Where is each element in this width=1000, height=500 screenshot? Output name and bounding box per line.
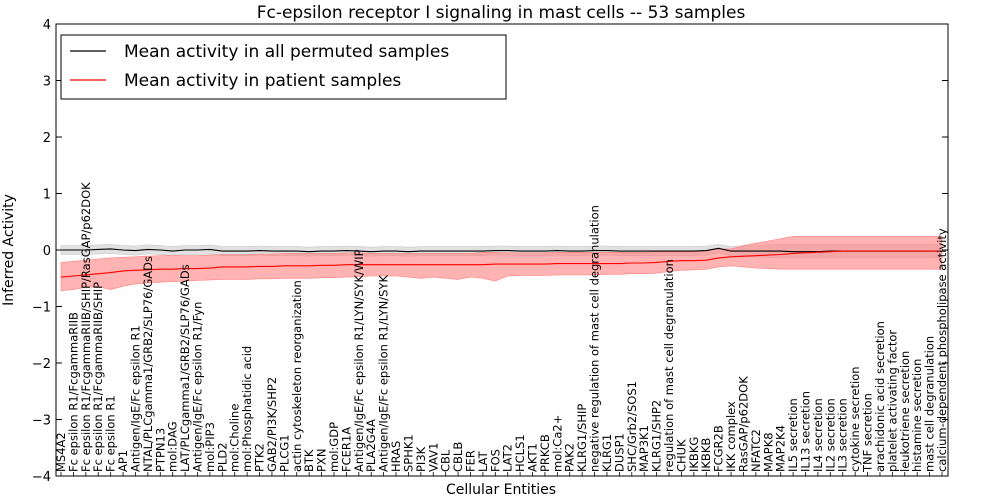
legend-box xyxy=(60,34,507,100)
x-tick-label: arachidonic acid secretion xyxy=(873,321,887,472)
y-tick-label: 1 xyxy=(43,188,51,203)
y-tick-label: −4 xyxy=(32,470,51,485)
x-tick-label: SHC/Grb2/SOS1 xyxy=(625,381,639,472)
x-tick-label: PRKCB xyxy=(538,434,552,472)
x-tick-label: RasGAP/p62DOK xyxy=(737,376,751,472)
x-tick-label: KLRG1 xyxy=(600,434,614,472)
x-tick-label: IL13 secretion xyxy=(799,391,813,472)
x-tick-label: KLRG1/SHP2 xyxy=(650,400,664,472)
y-axis: −4 −3 −2 −1 0 1 2 3 4 xyxy=(32,18,948,485)
y-tick-label: −3 xyxy=(32,414,51,429)
x-tick-label: NFATC2 xyxy=(749,429,763,472)
x-tick-label: negative regulation of mast cell degranu… xyxy=(588,205,602,472)
x-tick-label: VAV1 xyxy=(426,443,440,472)
x-tick-label: Antigen/IgE/Fc epsilon R1/LYN/SYK xyxy=(377,275,391,472)
y-tick-label: 3 xyxy=(43,75,51,90)
y-tick-label: −1 xyxy=(32,301,51,316)
x-tick-label: LAT xyxy=(476,450,490,472)
x-tick-label: Antigen/IgE/Fc epsilon R1 xyxy=(129,325,143,472)
x-tick-label: FCER1A xyxy=(339,427,353,472)
chart-title: Fc-epsilon receptor I signaling in mast … xyxy=(257,3,746,23)
x-tick-label: CHUK xyxy=(674,439,688,472)
legend: Mean activity in all permuted samples Me… xyxy=(60,34,507,100)
y-tick-label: −2 xyxy=(32,357,51,372)
x-tick-label: calcium-dependent phospholipase activity xyxy=(935,228,949,472)
y-axis-title: Inferred Activity xyxy=(1,194,17,306)
x-tick-label: CBL xyxy=(439,449,453,472)
x-tick-label: mol:Phosphatidic acid xyxy=(240,346,254,472)
x-tick-label: PXN xyxy=(315,449,329,472)
x-tick-label: mol:PIP3 xyxy=(203,422,217,472)
x-tick-label: regulation of mast cell degranulation xyxy=(662,259,676,472)
y-tick-label: 0 xyxy=(43,244,51,259)
legend-label-patient: Mean activity in patient samples xyxy=(124,71,401,91)
x-tick-label: KLRG1/SHIP xyxy=(575,404,589,472)
x-tick-label: cytokine secretion xyxy=(848,366,862,472)
x-tick-label: IL4 secretion xyxy=(811,398,825,472)
x-tick-label: leukotriene secretion xyxy=(898,351,912,472)
y-tick-label: 2 xyxy=(43,131,51,146)
x-tick-label: LAT/PLCgamma1/GRB2/SLP76/GADs xyxy=(178,264,192,472)
x-tick-label: PLCG1 xyxy=(277,434,291,472)
x-tick-label: FER xyxy=(464,450,478,472)
x-tick-label: actin cytoskeleton reorganization xyxy=(290,280,304,472)
x-tick-label: mol:Choline xyxy=(228,404,242,472)
x-tick-label: SPHK1 xyxy=(401,434,415,472)
y-tick-label: 4 xyxy=(43,18,51,33)
x-tick-label: BTK xyxy=(302,449,316,472)
line-series-0 xyxy=(61,247,942,253)
x-tick-label: NTAL/PLCgamma1/GRB2/SLP76/GADs xyxy=(141,256,155,472)
x-tick-label: Fc epsilon R1 xyxy=(104,395,118,472)
x-tick-label: histamine secretion xyxy=(910,359,924,472)
x-tick-label: IL3 secretion xyxy=(836,398,850,472)
band-series-1 xyxy=(60,236,943,292)
x-tick-label: IL2 secretion xyxy=(823,398,837,472)
x-tick-label: mol:GDP xyxy=(327,422,341,472)
x-tick-label: FCGR2B xyxy=(712,425,726,472)
x-tick-label: TNF secretion xyxy=(861,393,875,473)
x-tick-label: PTK2 xyxy=(253,443,267,472)
x-tick-label: PI3K xyxy=(414,446,428,472)
x-tick-label: mast cell degranulation xyxy=(923,336,937,472)
x-tick-label: HCLS1 xyxy=(513,434,527,472)
x-tick-label: LAT2 xyxy=(501,444,515,472)
x-tick-label: IKBKB xyxy=(699,438,713,472)
x-tick-label: Fc epsilon R1/FcgammaRIIB xyxy=(66,312,80,472)
x-tick-label: Fc epsilon R1/FcgammaRIIB/SHIP/RasGAP/p6… xyxy=(79,182,93,472)
x-tick-label: IKBKG xyxy=(687,437,701,472)
x-tick-label: DUSP1 xyxy=(612,433,626,472)
x-tick-label: FOS xyxy=(488,449,502,472)
x-tick-label: mol:Ca2+ xyxy=(550,415,564,472)
x-tick-label: AKT1 xyxy=(526,443,540,472)
x-tick-label: CBLB xyxy=(451,442,465,472)
x-tick-label: PLD2 xyxy=(215,442,229,472)
x-tick-label: Antigen/IgE/Fc epsilon R1/Fyn xyxy=(191,302,205,472)
legend-label-permuted: Mean activity in all permuted samples xyxy=(124,42,449,62)
x-tick-label: MS4A2 xyxy=(54,432,68,472)
line-series-1 xyxy=(60,250,942,278)
x-tick-label: MAP2K4 xyxy=(774,425,788,472)
x-tick-label: platelet activating factor xyxy=(885,330,899,472)
x-tick-label: GAB2/PI3K/SHP2 xyxy=(265,377,279,472)
confidence-bands xyxy=(60,236,943,292)
x-tick-label: PLA2G4A xyxy=(364,419,378,472)
x-tick-label: MAPK8 xyxy=(761,432,775,472)
x-tick-label: Fc epsilon R1/FcgammaRIIB/SHIP xyxy=(91,282,105,472)
x-tick-label: IL5 secretion xyxy=(786,398,800,472)
x-tick-label: PTPN13 xyxy=(153,428,167,472)
x-tick-label: PAK2 xyxy=(563,443,577,472)
x-axis-title: Cellular Entities xyxy=(446,482,556,498)
x-tick-label: Antigen/IgE/Fc epsilon R1/LYN/SYK/WIP xyxy=(352,249,366,472)
x-tick-label: IKK complex xyxy=(724,401,738,472)
x-tick-label: MAP3K1 xyxy=(637,425,651,472)
x-tick-label: AP1 xyxy=(116,450,130,472)
x-tick-label: mol:DAG xyxy=(166,421,180,472)
x-tick-label: HRAS xyxy=(389,441,403,472)
